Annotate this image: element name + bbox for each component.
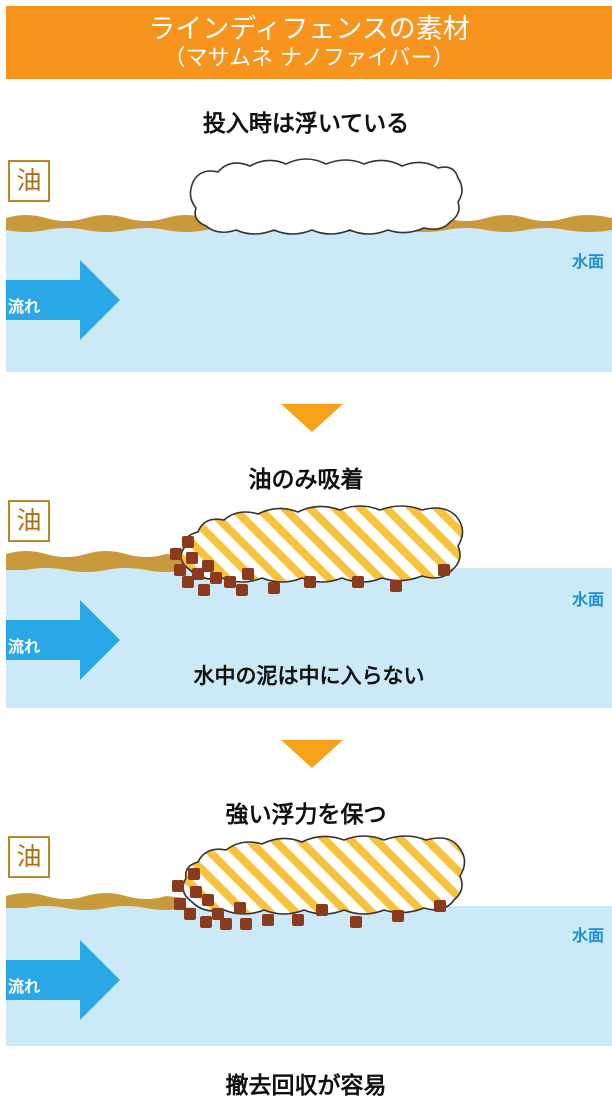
flow-label: 流れ bbox=[8, 637, 41, 656]
stage1-scene bbox=[6, 158, 612, 372]
oil-layer bbox=[6, 893, 186, 910]
stage1-panel: 油 水面 流れ bbox=[6, 150, 612, 372]
mud-particles bbox=[172, 868, 446, 930]
flow-label: 流れ bbox=[8, 977, 41, 996]
oil-label: 油 bbox=[8, 160, 50, 202]
water-surface-label: 水面 bbox=[571, 252, 604, 271]
stage2-panel: 油 水面 流れ 水中の泥は中に入らない bbox=[6, 490, 612, 708]
stage1-caption: 投入時は浮いている bbox=[202, 111, 410, 137]
oil-label: 油 bbox=[8, 836, 50, 878]
title-banner: ラインディフェンスの素材 （マサムネ ナノファイバー） bbox=[6, 6, 612, 79]
flow-arrow bbox=[6, 260, 120, 340]
stage2-scene bbox=[6, 505, 612, 708]
stage3-scene bbox=[6, 835, 612, 1046]
mud-particles bbox=[170, 536, 450, 596]
flow-arrow bbox=[6, 940, 120, 1020]
footer-caption: 撤去回収が容易 bbox=[225, 1073, 387, 1099]
stage3-caption: 強い浮力を保つ bbox=[225, 802, 387, 828]
down-arrow-icon bbox=[281, 740, 343, 768]
oil-label: 油 bbox=[8, 500, 50, 542]
flow-label: 流れ bbox=[8, 297, 41, 316]
nanofiber-mat bbox=[180, 505, 464, 583]
title: ラインディフェンスの素材 bbox=[148, 14, 470, 45]
mud-note: 水中の泥は中に入らない bbox=[193, 664, 425, 688]
nanofiber-mat bbox=[182, 835, 466, 915]
stage2-caption: 油のみ吸着 bbox=[248, 467, 364, 493]
stage3-panel: 油 水面 流れ bbox=[6, 832, 612, 1046]
subtitle: （マサムネ ナノファイバー） bbox=[163, 46, 455, 71]
flow-arrow bbox=[6, 600, 120, 680]
down-arrow-icon bbox=[281, 404, 343, 432]
water-surface-label: 水面 bbox=[571, 590, 604, 609]
nanofiber-mat bbox=[189, 158, 463, 235]
water-surface-label: 水面 bbox=[571, 926, 604, 945]
oil-layer bbox=[6, 551, 186, 572]
